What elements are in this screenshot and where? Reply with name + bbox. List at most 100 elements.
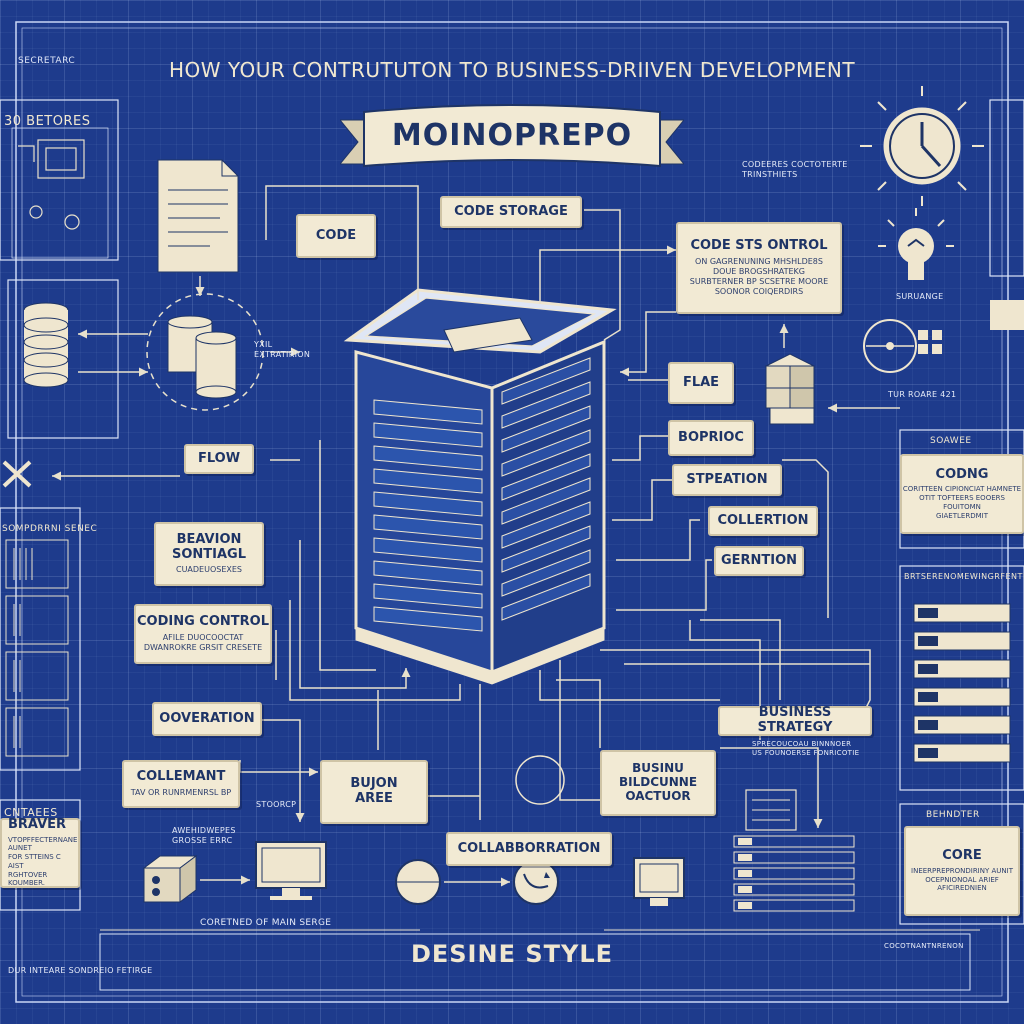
left-db-panel-frame — [7, 279, 119, 439]
connector-code-to-tower — [265, 185, 419, 300]
business-builder-label: BUSINU BILDCUNNE OACTUOR — [618, 761, 698, 803]
document-sketch-icon — [18, 139, 85, 230]
lightbulb-icon — [878, 208, 954, 280]
footer-title: DESINE STYLE — [410, 940, 614, 968]
code-control-line-3: SURBTERNER BP SCSETRE MOORE — [689, 276, 829, 286]
status-bar-fill — [738, 870, 752, 877]
core-line-2: OCEPNIONOAL ARIEF — [925, 875, 999, 884]
left-mid-panel-frame — [0, 507, 81, 771]
boprioc-label: BOPRIOC — [678, 429, 744, 445]
stroken-note: AWEHIDWEPES GROSSE ERRC — [172, 826, 236, 846]
collemant-box: COLLEMANT TAV OR RUNRMENRSL BP — [122, 760, 240, 808]
right-top-panel-frame — [989, 99, 1024, 277]
bujon-aree-label: BUJON AREE — [350, 776, 398, 806]
flae-label: FLAE — [682, 374, 720, 390]
rack-side-slot — [501, 477, 591, 525]
rack-side-slot — [501, 525, 591, 573]
status-bar-fill — [738, 854, 752, 861]
core-line-1: INEERPREPRONDIRINY AUNIT — [911, 866, 1013, 875]
beavion-title: BEAVION SONTIAGL — [171, 531, 246, 562]
code-box-label: CODE — [315, 227, 357, 243]
business-strategy-label: BUSINESS STRATEGY — [757, 705, 833, 735]
stpeation-box: STPEATION — [672, 464, 782, 496]
list-bar-marker — [918, 692, 938, 702]
status-bar — [733, 835, 855, 848]
code-storage-box: CODE STORAGE — [440, 196, 582, 228]
status-bar-fill — [738, 838, 752, 845]
status-bar-fill — [738, 886, 752, 893]
code-control-line-1: ON GAGRENUNING MHSHLDE8S — [695, 256, 823, 266]
braver-card: BRAVER VTOPFFECTERNANE AUNET FOR STTEINS… — [0, 816, 80, 888]
page-title: HOW YOUR CONTRUTUTON TO BUSINESS-DRIIVEN… — [168, 58, 856, 82]
left-bottom-panel-frame — [0, 799, 81, 911]
cube-device-icon — [142, 855, 198, 903]
copyright-note: COCOTNANTNRENON — [884, 942, 964, 950]
rack-slot — [373, 583, 483, 609]
server-rack-slots — [373, 357, 591, 632]
merge-cross-icon — [2, 460, 32, 488]
flow-box: FLOW — [184, 444, 254, 474]
rack-slot — [373, 560, 483, 586]
collaboration-label: COLLABBORRATION — [457, 840, 601, 856]
rack-slot — [373, 468, 483, 494]
gerntion-box: GERNTION — [714, 546, 804, 576]
status-bar — [733, 899, 855, 912]
bookshelf-sketch — [5, 539, 69, 757]
right-list-bars — [913, 603, 1011, 763]
compass-icon — [395, 859, 559, 905]
coding-control-box: CODING CONTROL AFILE DUOCOOCTAT DWANROKR… — [134, 604, 272, 664]
flae-box: FLAE — [668, 362, 734, 404]
gauge-panel-icon — [863, 319, 942, 373]
modules-cube-icon — [764, 353, 816, 425]
storage-cluster-ring — [146, 293, 264, 411]
right-top-note: CODEERES COCTOTERTE TRINSTHIETS — [742, 160, 848, 180]
coding-line-2: OTIT TOFTEERS EOOERS FOUITOMN — [919, 494, 1005, 511]
code-control-line-2: DOUE BROGSHRATEKG — [712, 266, 806, 276]
collemant-sub: TAV OR RUNRMENRSL BP — [130, 787, 232, 797]
monitor-icon-right — [633, 857, 685, 906]
rack-slot — [373, 514, 483, 540]
code-control-title: CODE STS ONTROL — [690, 238, 828, 254]
tur-roare-note: TUR ROARE 421 — [888, 390, 957, 399]
rack-side-slot — [501, 453, 591, 501]
status-bar — [733, 867, 855, 880]
code-storage-label: CODE STORAGE — [454, 203, 568, 219]
right-code-panel-title: SOAWEE — [930, 436, 972, 446]
coding-line-1: CORITTEEN CIPIONCIAT HAMNETE — [902, 485, 1022, 494]
rack-slot — [373, 491, 483, 517]
monorepo-banner — [340, 104, 684, 168]
coding-title: CODNG — [935, 466, 989, 482]
coding-line-3: GIAETLERDMIT — [936, 511, 988, 520]
core-title: CORE — [942, 847, 982, 863]
code-box: CODE — [296, 214, 376, 258]
rack-slot — [373, 537, 483, 563]
left-top-panel-frame — [0, 99, 119, 261]
list-bar-marker — [918, 748, 938, 758]
badge-ring — [515, 755, 565, 805]
coding-control-line-2: DWANROKRE GRSIT CRESETE — [143, 642, 263, 652]
list-bar-marker — [918, 664, 938, 674]
braver-line-1: VTOPFFECTERNANE AUNET — [8, 835, 78, 853]
status-bar-fill — [738, 902, 752, 909]
clock-icon — [860, 86, 984, 206]
status-bar — [733, 851, 855, 864]
rack-side-slot — [501, 429, 591, 477]
coding-box: CODNG CORITTEEN CIPIONCIAT HAMNETE OTIT … — [900, 454, 1024, 534]
code-control-line-4: SOONOR COIQERDIRS — [714, 286, 804, 296]
surbange-note: SURUANGE — [896, 292, 944, 301]
right-tab — [990, 300, 1024, 330]
left-bottom-panel-title: CNTAEES — [4, 806, 58, 819]
flow-label: FLOW — [197, 450, 241, 466]
list-bar-marker — [918, 608, 938, 618]
storage-label: YXIL EXTRATIRION — [254, 340, 311, 360]
rack-side-slot — [501, 405, 591, 453]
left-top-panel-title: 30 BETORES — [4, 114, 91, 129]
coding-control-line-1: AFILE DUOCOOCTAT — [162, 632, 244, 642]
business-strategy-box: BUSINESS STRATEGY — [718, 705, 872, 736]
list-bar-marker — [918, 720, 938, 730]
rack-slot — [373, 445, 483, 471]
banner-title: MOINOPREPO — [391, 118, 633, 153]
braver-title: BRAVER — [8, 816, 67, 832]
